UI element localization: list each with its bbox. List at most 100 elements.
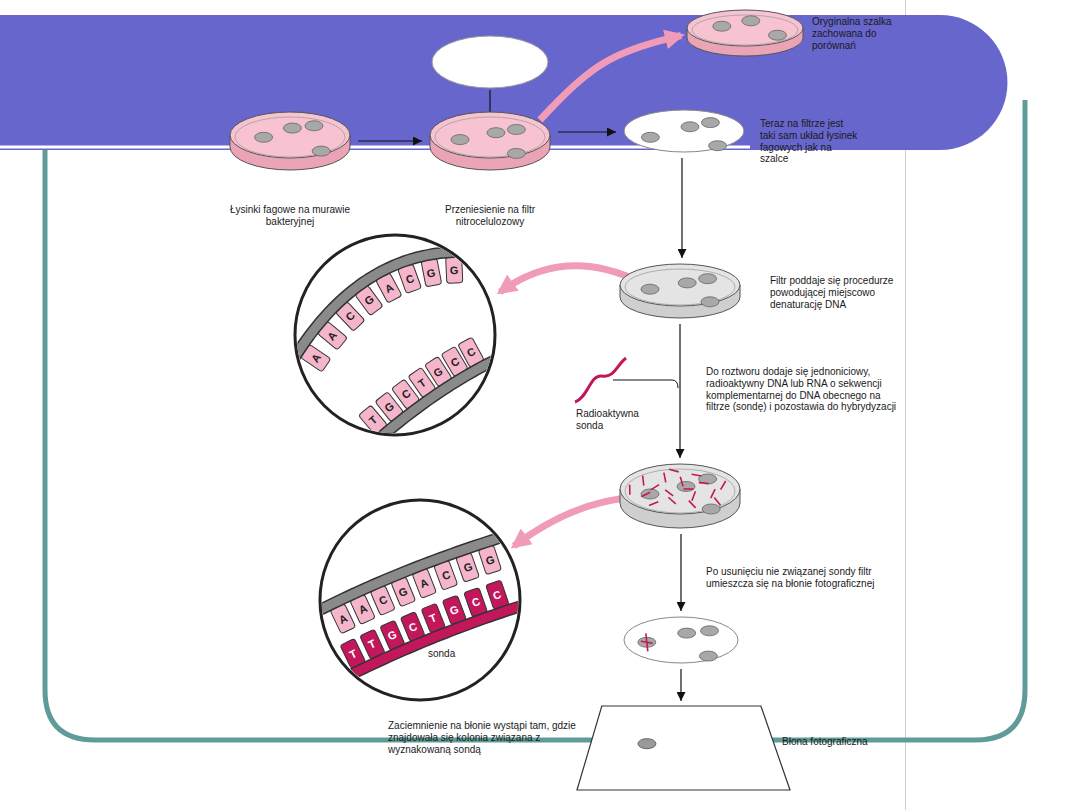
dish-drawing: [618, 262, 742, 320]
filter-disc: [624, 617, 738, 663]
phage-plaque: [701, 297, 719, 307]
dark-spot: [638, 739, 656, 749]
dna-detail: [303, 531, 540, 686]
base-letter: G: [358, 289, 380, 311]
phage-plaque: [681, 122, 699, 132]
petri-dish: Do roztworu dodaje się jednoniciowy, rad…: [618, 462, 742, 530]
flow-arrow: [558, 131, 616, 132]
dish-rim: [435, 117, 545, 157]
base-letter: A: [378, 277, 400, 299]
petri-dish: Filtr poddaje się procedurze powodującej…: [618, 262, 742, 320]
base-letter: G: [378, 396, 400, 418]
nitrocellulose-filter: [432, 36, 548, 88]
drawing-part: [641, 274, 719, 307]
probe-fragment: [641, 492, 650, 497]
base-letter: C: [372, 590, 393, 611]
petri-dish: Łysinki fagowe na murawie bakteryjnej: [228, 110, 352, 172]
probe-fragment: [643, 476, 644, 486]
flow-arrow: [679, 324, 680, 458]
phage-plaque: [451, 135, 469, 145]
magnifier-circle: [320, 500, 520, 700]
dish-drawing: [228, 110, 352, 172]
probe-fragment: [629, 485, 631, 495]
title-band: [0, 15, 1007, 150]
drawing-part: [255, 121, 331, 156]
magnify-arrow: [514, 497, 638, 546]
base-letter: G: [422, 263, 441, 282]
flow-arrow: [681, 158, 682, 258]
step-caption: Do roztworu dodaje się jednoniciowy, rad…: [706, 366, 902, 413]
dish-drawing: [622, 615, 740, 665]
base-letter: G: [457, 557, 477, 577]
bound-probe-mark: [641, 633, 653, 651]
step-caption: Błona fotograficzna: [782, 736, 882, 748]
phage-plaque: [641, 284, 659, 294]
step-caption: Przeniesienie na filtr nitrocelulozowy: [425, 204, 555, 228]
base-tile: [421, 258, 442, 287]
probe-fragment: [649, 502, 658, 506]
step-caption: Oryginalna szalka zachowana do porównań: [812, 16, 904, 51]
drawing-part: [713, 16, 787, 40]
step-caption: Zaciemnienie na błonie wystąpi tam, gdzi…: [388, 720, 578, 755]
dish-drawing: [618, 462, 742, 530]
photo-film: Błona fotograficznaZaciemnienie na błoni…: [576, 705, 791, 791]
petri-dish: Przeniesienie na filtr nitrocelulozowy: [428, 110, 552, 172]
step-caption: Filtr poddaje się procedurze powodującej…: [770, 275, 902, 310]
phage-plaque: [713, 21, 731, 31]
base-letter: G: [446, 262, 463, 279]
base-letter: C: [444, 351, 466, 373]
base-letter: G: [382, 625, 403, 646]
drawing-part: [451, 124, 525, 158]
phage-plaque: [678, 628, 696, 638]
dish-surface: [430, 112, 550, 158]
backbone-edge: [357, 355, 506, 459]
dish-drawing: [428, 110, 552, 172]
magnifier-circle: [295, 235, 495, 435]
base-letter: G: [393, 581, 414, 602]
dna-backbone: [357, 355, 506, 459]
drawing-part: [641, 474, 720, 514]
base-letter: C: [460, 341, 482, 363]
flow-arrow: [680, 669, 681, 701]
probe-fragment: [699, 482, 709, 484]
part-label: Radioaktywna sonda: [576, 408, 650, 432]
step-caption: Łysinki fagowe na murawie bakteryjnej: [225, 204, 355, 228]
magnify-arrow: [500, 266, 640, 292]
base-letter: A: [321, 324, 344, 347]
base-letter: A: [414, 573, 435, 594]
base-letter: T: [411, 371, 433, 393]
base-letter: C: [487, 585, 507, 605]
drawing-part: [359, 337, 485, 435]
phage-plaque: [742, 16, 760, 26]
dish-surface: [620, 464, 740, 514]
dish-surface: [687, 10, 803, 46]
flow-arrow: [680, 534, 681, 611]
probe-leader: [613, 380, 678, 388]
flow-arrow: [358, 140, 422, 141]
dish-drawing: [576, 705, 791, 791]
probe-fragment: [668, 497, 675, 504]
dish-rim: [235, 117, 345, 157]
base-letter: G: [480, 550, 500, 570]
phage-plaque: [305, 121, 323, 131]
base-letter: C: [394, 383, 416, 405]
base-letter: G: [444, 600, 465, 621]
photo-film-sheet: [577, 706, 790, 790]
part-label: sonda: [428, 648, 472, 660]
dish-drawing: [622, 108, 746, 154]
phage-plaque: [283, 123, 301, 133]
base-letter: A: [305, 347, 327, 369]
base-letter: A: [332, 608, 353, 629]
base-letter: T: [362, 634, 383, 655]
base-letter: C: [339, 305, 362, 328]
phage-plaque: [699, 274, 717, 284]
probe-fragment: [721, 481, 726, 490]
phage-plaque: [255, 132, 273, 142]
probe-fragment: [692, 474, 702, 476]
phage-plaque: [487, 128, 505, 138]
base-letter: G: [427, 361, 449, 383]
dish-surface: [620, 264, 740, 306]
probe-fragment: [689, 501, 696, 508]
